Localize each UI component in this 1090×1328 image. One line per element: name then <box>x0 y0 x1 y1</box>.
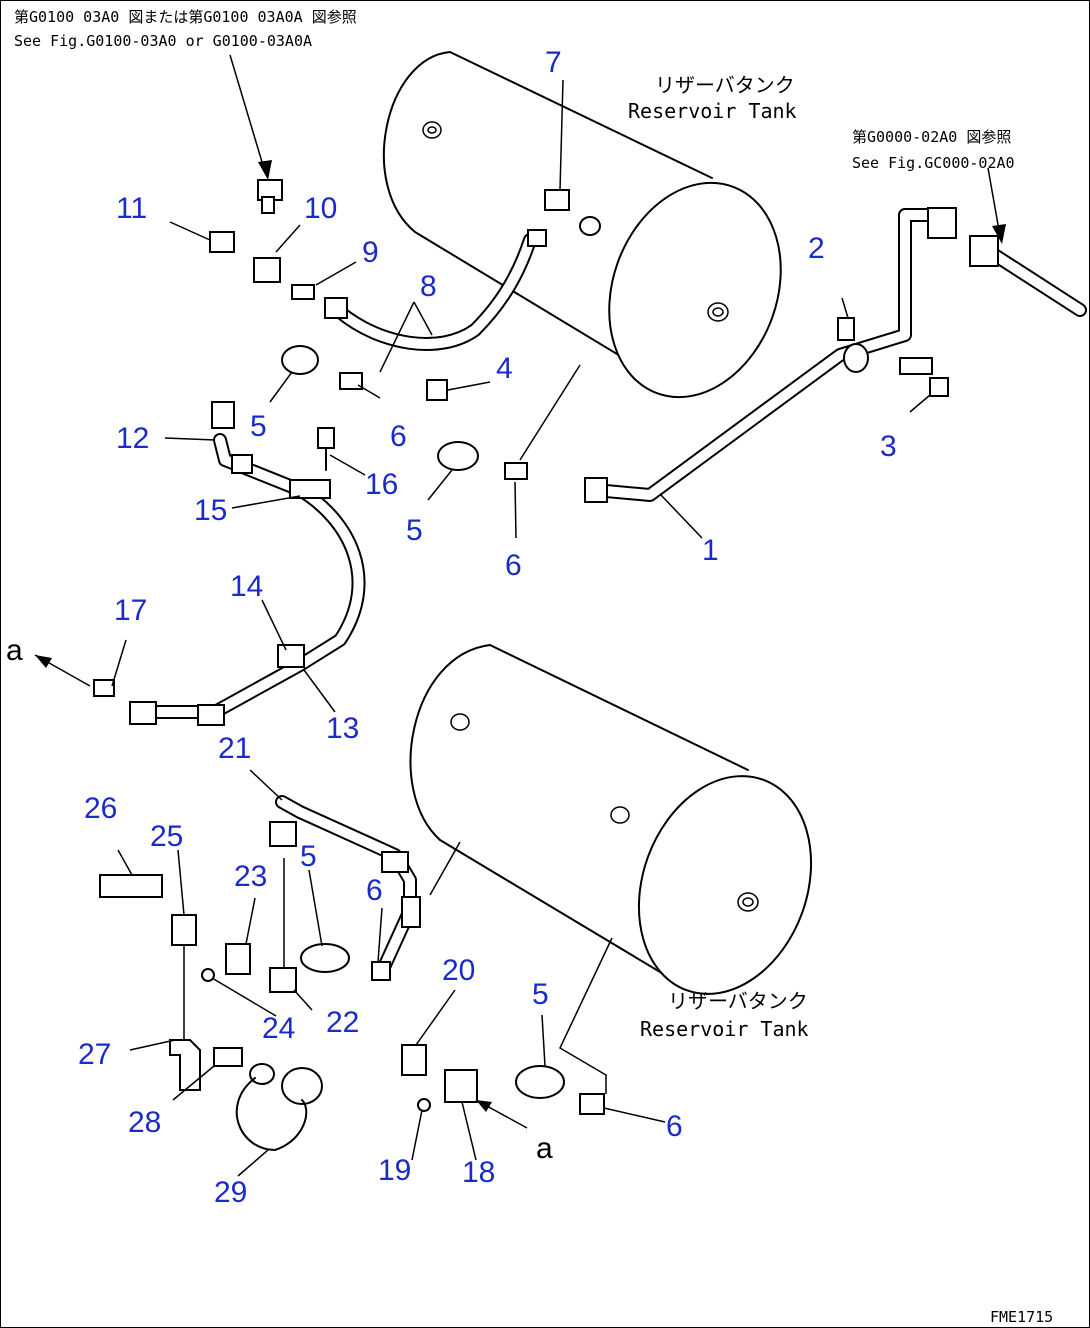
callout-15: 15 <box>194 494 227 527</box>
connection-mark-a-left: a <box>6 634 23 667</box>
callout-5-c: 5 <box>300 840 317 873</box>
upper-reservoir-tank <box>383 51 782 399</box>
callout-29: 29 <box>214 1176 247 1209</box>
callout-4: 4 <box>496 352 513 385</box>
callout-5-d: 5 <box>532 978 549 1011</box>
fittings <box>93 179 999 1151</box>
callout-19: 19 <box>378 1154 411 1187</box>
callout-2: 2 <box>808 232 825 265</box>
callout-6-c: 6 <box>366 874 383 907</box>
ref-note-right-ja: 第G0000-02A0 図参照 <box>852 128 1011 146</box>
callout-14: 14 <box>230 570 263 603</box>
pipe-21 <box>275 795 417 972</box>
callout-28: 28 <box>128 1106 161 1139</box>
callout-24: 24 <box>262 1012 295 1045</box>
lower-tank-label-en: Reservoir Tank <box>640 1017 809 1041</box>
callout-1: 1 <box>702 534 719 567</box>
callout-25: 25 <box>150 820 183 853</box>
callout-11: 11 <box>116 192 147 225</box>
ref-note-right-en: See Fig.GC000-02A0 <box>852 154 1015 172</box>
drawing-code: FME1715 <box>990 1308 1053 1326</box>
callout-6-b: 6 <box>505 549 522 582</box>
callout-21: 21 <box>218 732 251 765</box>
callout-16: 16 <box>365 468 398 501</box>
callout-27: 27 <box>78 1038 111 1071</box>
upper-tank-label-en: Reservoir Tank <box>628 99 797 123</box>
callout-18: 18 <box>462 1156 495 1189</box>
callout-23: 23 <box>234 860 267 893</box>
upper-tank-label-ja: リザーバタンク <box>655 73 795 97</box>
lower-tank-label-ja: リザーバタンク <box>668 989 808 1013</box>
callout-9: 9 <box>362 236 379 269</box>
callout-8: 8 <box>420 270 437 303</box>
callout-22: 22 <box>326 1006 359 1039</box>
hose-8 <box>333 233 537 351</box>
callout-26: 26 <box>84 792 117 825</box>
callout-5-b: 5 <box>406 514 423 547</box>
right-side-hose <box>983 245 1087 317</box>
lower-reservoir-tank <box>409 644 813 995</box>
ref-note-top-ja: 第G0100 03A0 図または第G0100 03A0A 図参照 <box>14 8 357 26</box>
callout-6-d: 6 <box>666 1110 683 1143</box>
callout-20: 20 <box>442 954 475 987</box>
callout-6-a: 6 <box>390 420 407 453</box>
callout-3: 3 <box>880 430 897 463</box>
connection-mark-a-right: a <box>536 1132 553 1165</box>
callout-7: 7 <box>545 46 562 79</box>
ref-note-top-en: See Fig.G0100-03A0 or G0100-03A0A <box>14 32 312 50</box>
callout-10: 10 <box>304 192 337 225</box>
leader-lines <box>34 54 1006 1177</box>
callout-12: 12 <box>116 422 149 455</box>
callout-5-a: 5 <box>250 410 267 443</box>
callout-17: 17 <box>114 594 147 627</box>
pipe-1 <box>588 208 942 502</box>
callout-13: 13 <box>326 712 359 745</box>
